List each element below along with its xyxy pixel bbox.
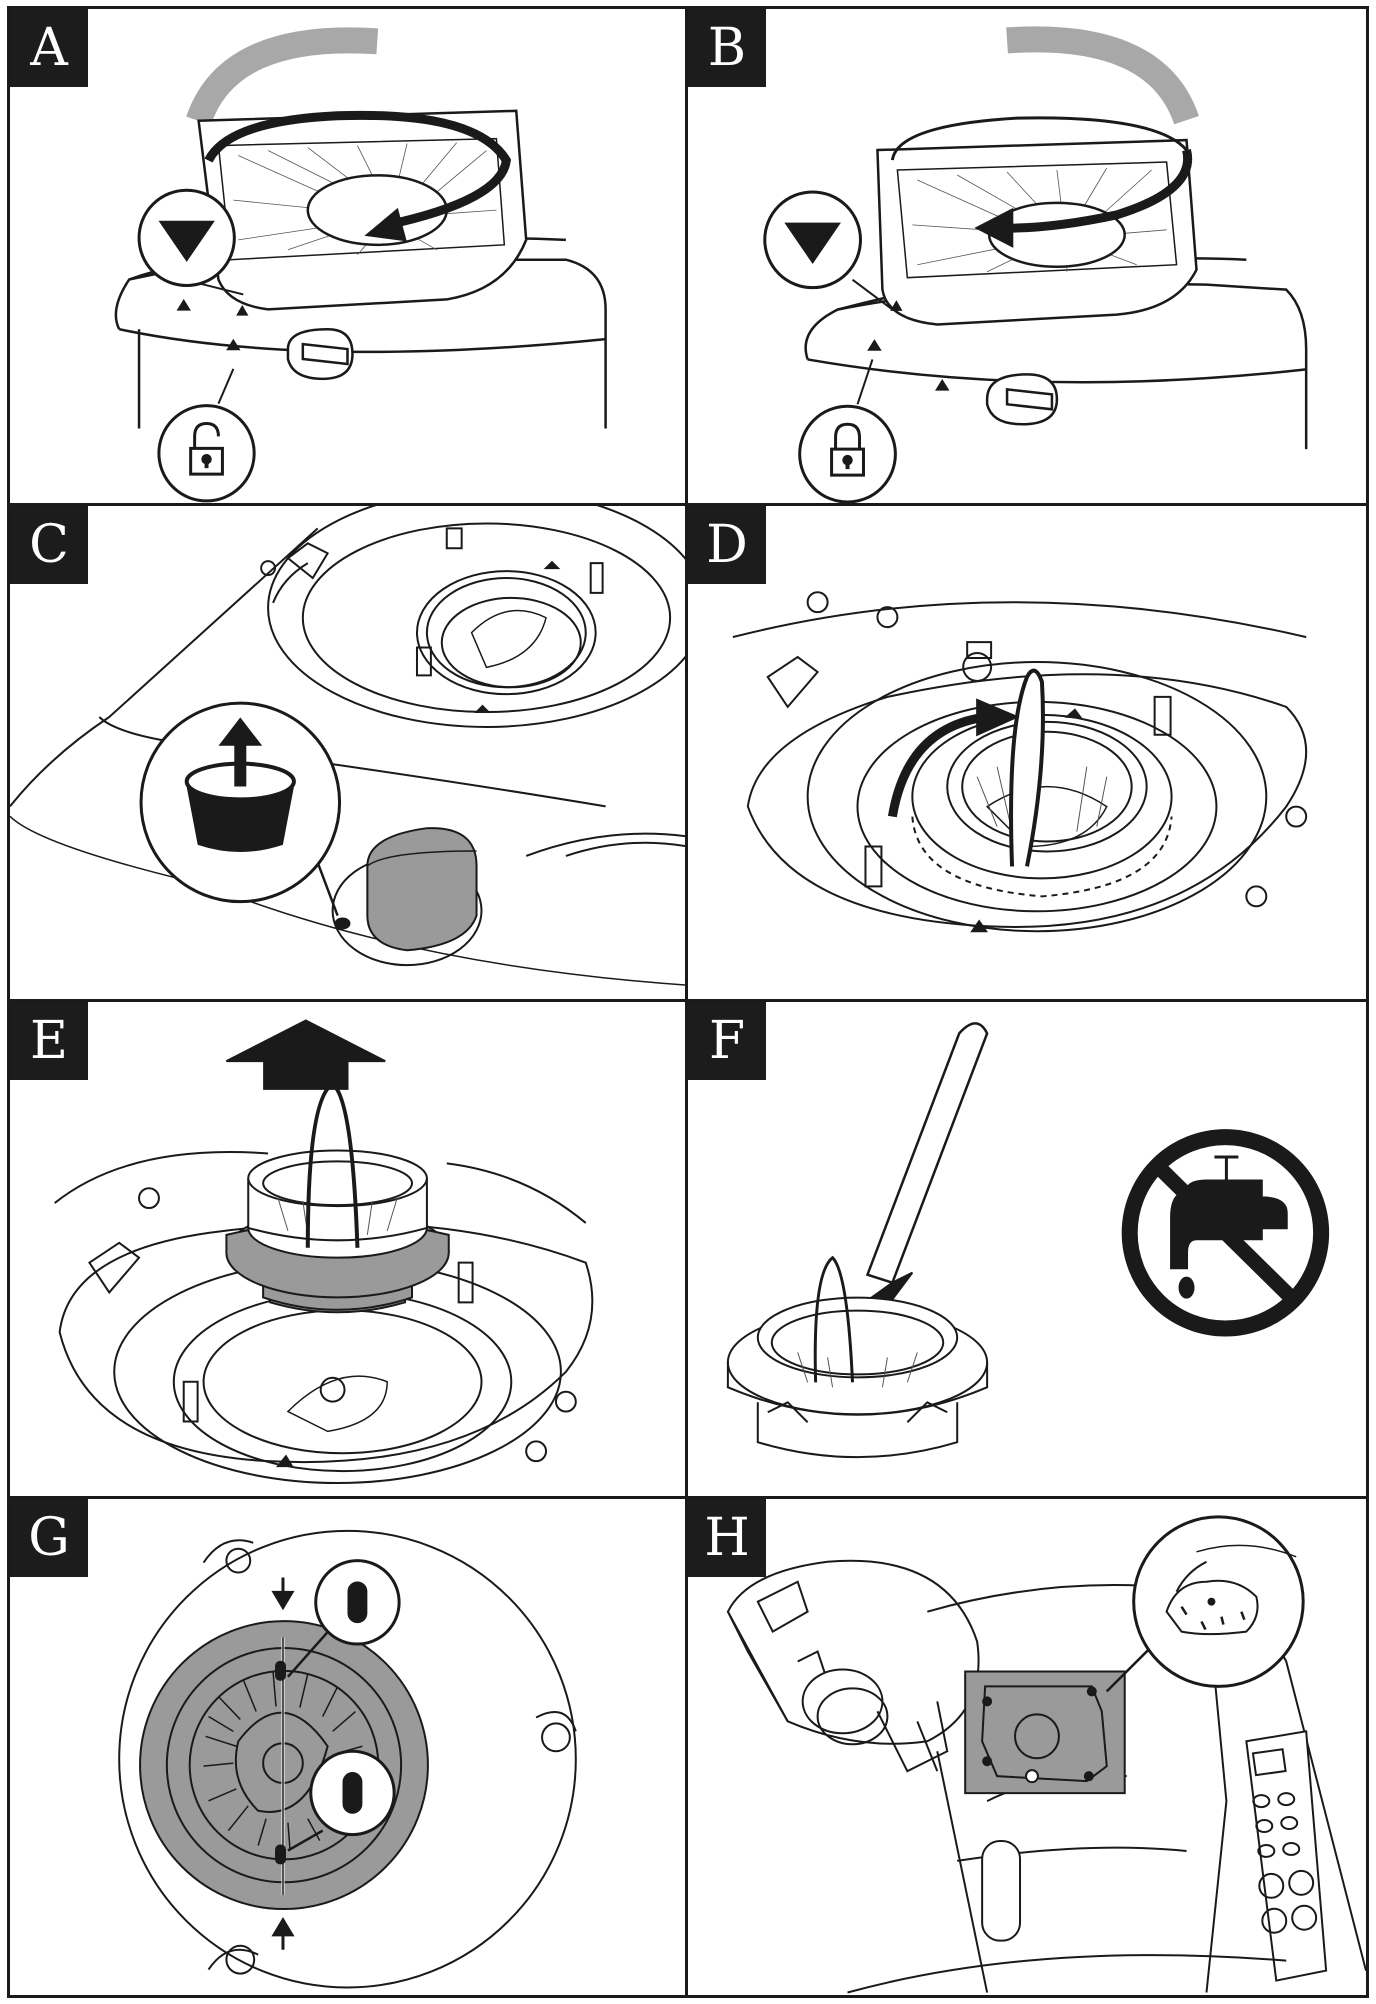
lift-container-icon: [187, 719, 294, 851]
panel-label-a: A: [10, 9, 88, 87]
wipe-clean-illustration: [688, 1499, 1366, 1996]
wipe-cloth-icon: [1134, 1516, 1304, 1686]
burr-alignment-illustration: [10, 1499, 685, 1996]
panel-a: A: [10, 9, 688, 506]
lift-handle-illustration: [688, 506, 1366, 1000]
no-water-icon: [1130, 1137, 1321, 1328]
panel-label-b: B: [688, 9, 766, 87]
instruction-sheet: A: [7, 6, 1369, 1998]
panel-label-f: F: [688, 1002, 766, 1080]
remove-burr-illustration: [10, 1002, 685, 1496]
panel-label-h: H: [688, 1498, 766, 1577]
panel-d: D: [688, 505, 1366, 1002]
up-arrow-icon: [226, 1020, 385, 1088]
release-button-illustration: [10, 506, 685, 1000]
unlock-icon: [191, 424, 223, 475]
brush-clean-illustration: [688, 1002, 1366, 1496]
panel-grid: A: [10, 9, 1366, 1995]
panel-c: C: [10, 505, 688, 1002]
panel-h: H: [688, 1498, 1366, 1996]
panel-b: B: [688, 9, 1366, 506]
grinder-lock-illustration: [688, 9, 1366, 503]
panel-label-e: E: [10, 1002, 88, 1080]
panel-label-g: G: [10, 1498, 88, 1577]
alignment-mark-icon: [288, 1560, 399, 1850]
panel-label-c: C: [10, 505, 88, 584]
panel-label-d: D: [688, 505, 766, 584]
panel-g: G: [10, 1498, 688, 1996]
lock-icon: [832, 424, 864, 475]
grinder-unlock-illustration: [10, 9, 685, 503]
panel-f: F: [688, 1002, 1366, 1499]
panel-e: E: [10, 1002, 688, 1499]
